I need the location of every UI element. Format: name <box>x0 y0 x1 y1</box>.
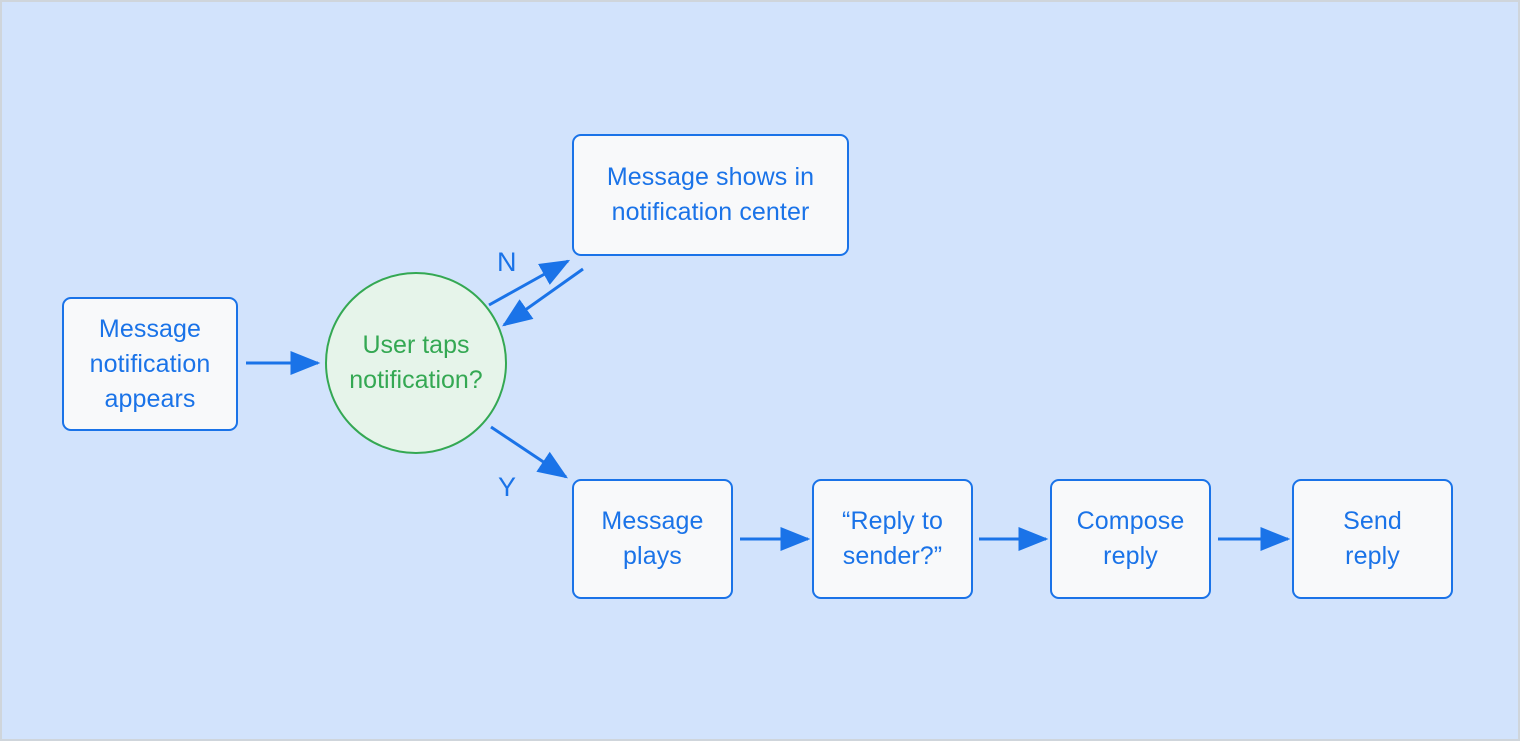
node-message-notification-appears[interactable]: Message notification appears <box>62 297 238 431</box>
edge-decision-to-message-plays <box>490 425 568 479</box>
edge-label-no: N <box>497 247 517 277</box>
node-message-shows-in-notification-center[interactable]: Message shows in notification center <box>572 134 849 256</box>
node-message-plays[interactable]: Message plays <box>572 479 733 599</box>
node-compose-reply[interactable]: Compose reply <box>1050 479 1211 599</box>
node-reply-to-sender-prompt[interactable]: “Reply to sender?” <box>812 479 973 599</box>
node-user-taps-notification-decision[interactable]: User taps notification? <box>325 272 507 454</box>
node-send-reply[interactable]: Send reply <box>1292 479 1453 599</box>
edge-label-yes: Y <box>498 472 517 502</box>
edge-notification-center-to-decision <box>502 267 584 327</box>
